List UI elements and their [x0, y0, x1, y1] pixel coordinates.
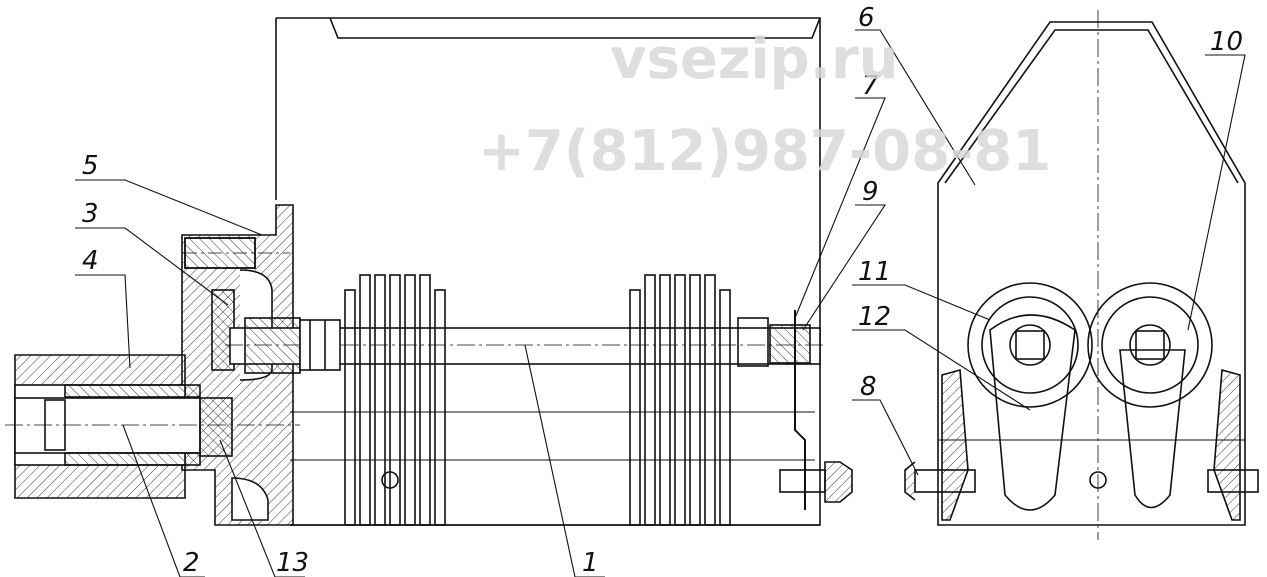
disc-group-right	[629, 274, 731, 526]
lever-part-12	[989, 314, 1076, 511]
disc-group-left	[344, 274, 446, 526]
front-view	[904, 10, 1259, 540]
callout-3: 3	[82, 199, 99, 229]
housing-front-outline	[937, 21, 1246, 526]
callout-4: 4	[82, 246, 99, 276]
callout-13: 13	[276, 548, 309, 577]
gear-part-10	[1087, 282, 1213, 408]
side-section-view	[5, 17, 853, 526]
watermark-phone: +7(812)987-08-81	[478, 119, 1051, 184]
callout-8: 8	[860, 372, 877, 402]
callout-12: 12	[858, 302, 891, 332]
leader-lines	[75, 29, 1246, 577]
callout-7: 7	[862, 71, 879, 101]
watermark-site: vsezip.ru	[610, 27, 898, 92]
callout-1: 1	[582, 548, 599, 577]
callout-5: 5	[82, 151, 99, 181]
callout-6: 6	[858, 3, 875, 33]
callout-9: 9	[862, 177, 879, 207]
callout-11: 11	[858, 257, 891, 287]
callout-2: 2	[183, 548, 200, 577]
gear-part-11	[967, 282, 1093, 408]
callout-10: 10	[1210, 27, 1243, 57]
